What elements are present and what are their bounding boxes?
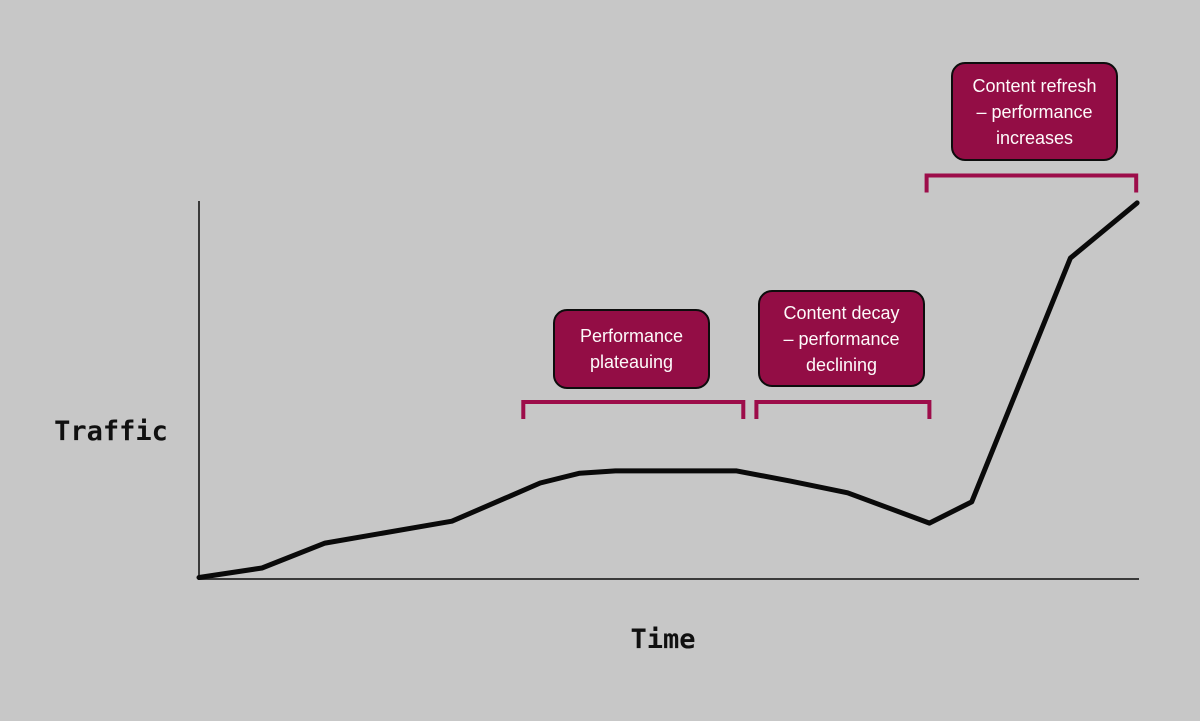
annotation-box-performance-plateauing: Performance plateauing xyxy=(553,309,710,389)
annotation-text-line: Content refresh xyxy=(972,75,1097,96)
x-axis-label: Time xyxy=(630,624,696,655)
traffic-line-series xyxy=(196,200,1140,580)
annotation-text-line: – performance xyxy=(976,101,1093,122)
y-axis-label: Traffic xyxy=(54,416,168,447)
annotation-text-line: increases xyxy=(995,127,1074,148)
annotation-text-line: declining xyxy=(805,354,878,375)
bracket-refresh xyxy=(924,173,1139,193)
annotation-box-content-refresh: Content refresh – performance increases xyxy=(951,62,1118,161)
annotation-text-line: Performance xyxy=(579,326,684,346)
annotation-text-line: Content decay xyxy=(783,302,900,323)
annotation-text-line: plateauing xyxy=(589,352,674,372)
annotation-text-line: – performance xyxy=(783,328,900,349)
annotation-box-content-decay: Content decay – performance declining xyxy=(758,290,925,387)
bracket-decay xyxy=(754,400,932,419)
axes xyxy=(198,201,1139,580)
bracket-plateau xyxy=(521,400,746,419)
